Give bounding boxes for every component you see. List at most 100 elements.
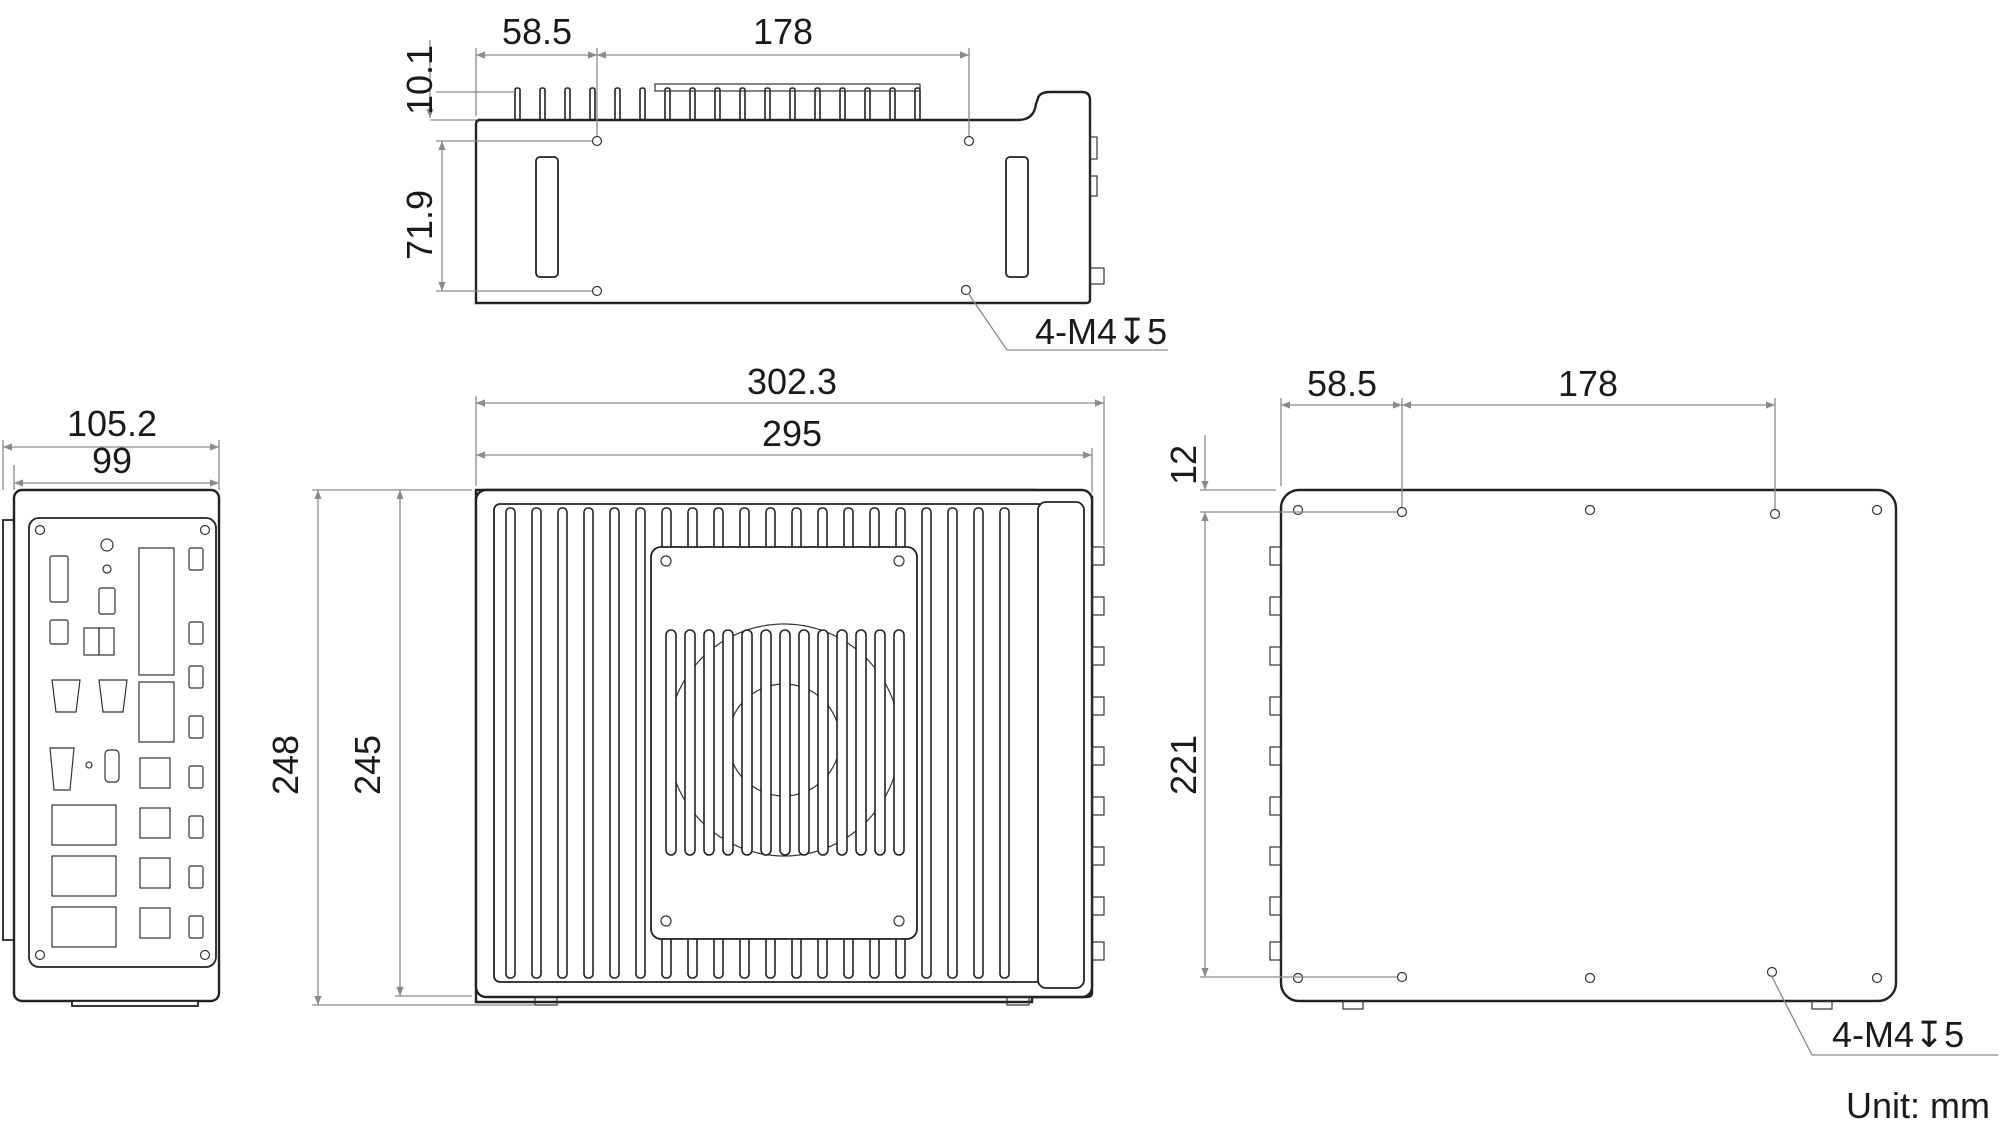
- fan-grille-top: [654, 83, 921, 92]
- bottom-screws: [1292, 504, 1883, 984]
- mount-hole: [591, 285, 603, 297]
- foot: [1342, 1000, 1364, 1010]
- lan-usb-stack: [51, 804, 117, 846]
- antenna-connector: [188, 915, 204, 939]
- side-port: [1091, 596, 1105, 616]
- fin: [635, 507, 646, 979]
- side-vent-left: [535, 156, 559, 278]
- side-connectors: [1269, 546, 1282, 961]
- fin: [557, 507, 568, 979]
- screw-icon: [1292, 972, 1304, 984]
- fin: [514, 87, 521, 121]
- panel-screws: [34, 524, 211, 961]
- ethernet-port: [139, 807, 171, 839]
- side-port: [1091, 896, 1105, 916]
- screw-icon: [893, 555, 905, 567]
- fin: [505, 507, 516, 979]
- top-dim-fin-height: 10.1: [399, 45, 440, 115]
- side-port: [1091, 746, 1105, 766]
- front-dim-inner-width: 99: [92, 440, 132, 481]
- top-dim-offset: 58.5: [502, 11, 572, 52]
- side-port: [1269, 746, 1282, 766]
- side-port: [1269, 546, 1282, 566]
- front-panel-plate: [28, 517, 217, 968]
- fin: [764, 87, 771, 121]
- callout-leader: [1770, 974, 1998, 1056]
- sim-slot: [98, 587, 116, 615]
- bottom-dim-span: 178: [1558, 363, 1618, 404]
- handle-bar: [1037, 501, 1085, 989]
- fin: [947, 507, 958, 979]
- fin: [914, 87, 921, 121]
- screw-icon: [85, 761, 93, 769]
- side-port: [1091, 696, 1105, 716]
- bottom-view: 58.5 178 12 221 4-M4↧5: [1163, 363, 1998, 1056]
- foot: [1006, 996, 1030, 1006]
- fin: [589, 87, 596, 121]
- top-view: 58.5 178 10.1 71.9 4-M4↧5: [399, 11, 1168, 352]
- ethernet-port: [139, 907, 171, 939]
- front-dim-outer-width: 105.2: [67, 403, 157, 444]
- mount-hole: [963, 135, 975, 147]
- side-port: [1091, 546, 1105, 566]
- side-port: [1089, 136, 1098, 160]
- screw-icon: [1584, 504, 1596, 516]
- side-port: [1269, 941, 1282, 961]
- callout-leader: [967, 292, 1168, 351]
- fin: [739, 87, 746, 121]
- mount-hole: [591, 135, 603, 147]
- lan-usb-stack: [51, 855, 117, 897]
- fin: [889, 87, 896, 121]
- side-connectors: [1091, 546, 1105, 961]
- fin: [539, 87, 546, 121]
- fin: [689, 87, 696, 121]
- grille-slot: [703, 629, 715, 856]
- foot: [534, 996, 558, 1006]
- main-dim-inner-height: 245: [347, 735, 388, 795]
- top-dim-body-height: 71.9: [399, 190, 440, 260]
- bottom-dim-edge: 12: [1163, 445, 1204, 485]
- fin: [639, 87, 646, 121]
- handle-rail: [2, 519, 14, 941]
- front-io-view: 105.2 99: [2, 403, 221, 1007]
- grille-slot: [798, 629, 810, 856]
- side-port: [1089, 267, 1105, 285]
- status-led: [102, 564, 112, 574]
- side-port: [1269, 646, 1282, 666]
- fin: [921, 507, 932, 979]
- grille-slot: [779, 629, 791, 856]
- fin: [609, 507, 620, 979]
- main-side-view: 302.3 295 248 245: [265, 361, 1105, 1006]
- screw-icon: [660, 555, 672, 567]
- top-hole-callout: 4-M4↧5: [1035, 311, 1167, 352]
- grille-slot: [855, 629, 867, 856]
- foot: [71, 1000, 199, 1007]
- side-port: [1269, 896, 1282, 916]
- side-port: [1269, 846, 1282, 866]
- hdmi-port: [104, 749, 120, 783]
- unit-label: Unit: mm: [1846, 1085, 1990, 1126]
- antenna-connector: [188, 665, 204, 689]
- grille-slot: [817, 629, 829, 856]
- fan-grille: [665, 629, 905, 856]
- side-port: [1269, 596, 1282, 616]
- fin: [564, 87, 571, 121]
- grille-slot: [665, 629, 677, 856]
- fin: [531, 507, 542, 979]
- side-port: [1091, 796, 1105, 816]
- main-dim-inner-length: 295: [762, 413, 822, 454]
- side-vent-right: [1005, 156, 1029, 278]
- power-connector: [49, 555, 69, 603]
- screw-icon: [34, 524, 46, 536]
- bottom-dim-offset: 58.5: [1307, 363, 1377, 404]
- serial-port: [51, 679, 81, 713]
- side-port: [1091, 941, 1105, 961]
- main-dim-outer-length: 302.3: [747, 361, 837, 402]
- ethernet-port: [139, 857, 171, 889]
- power-input: [49, 619, 69, 645]
- side-port: [1091, 846, 1105, 866]
- antenna-connectors: [188, 547, 204, 939]
- heatsink-fins: [514, 87, 921, 121]
- vga-port: [49, 747, 75, 791]
- bottom-plate: [1279, 488, 1898, 1003]
